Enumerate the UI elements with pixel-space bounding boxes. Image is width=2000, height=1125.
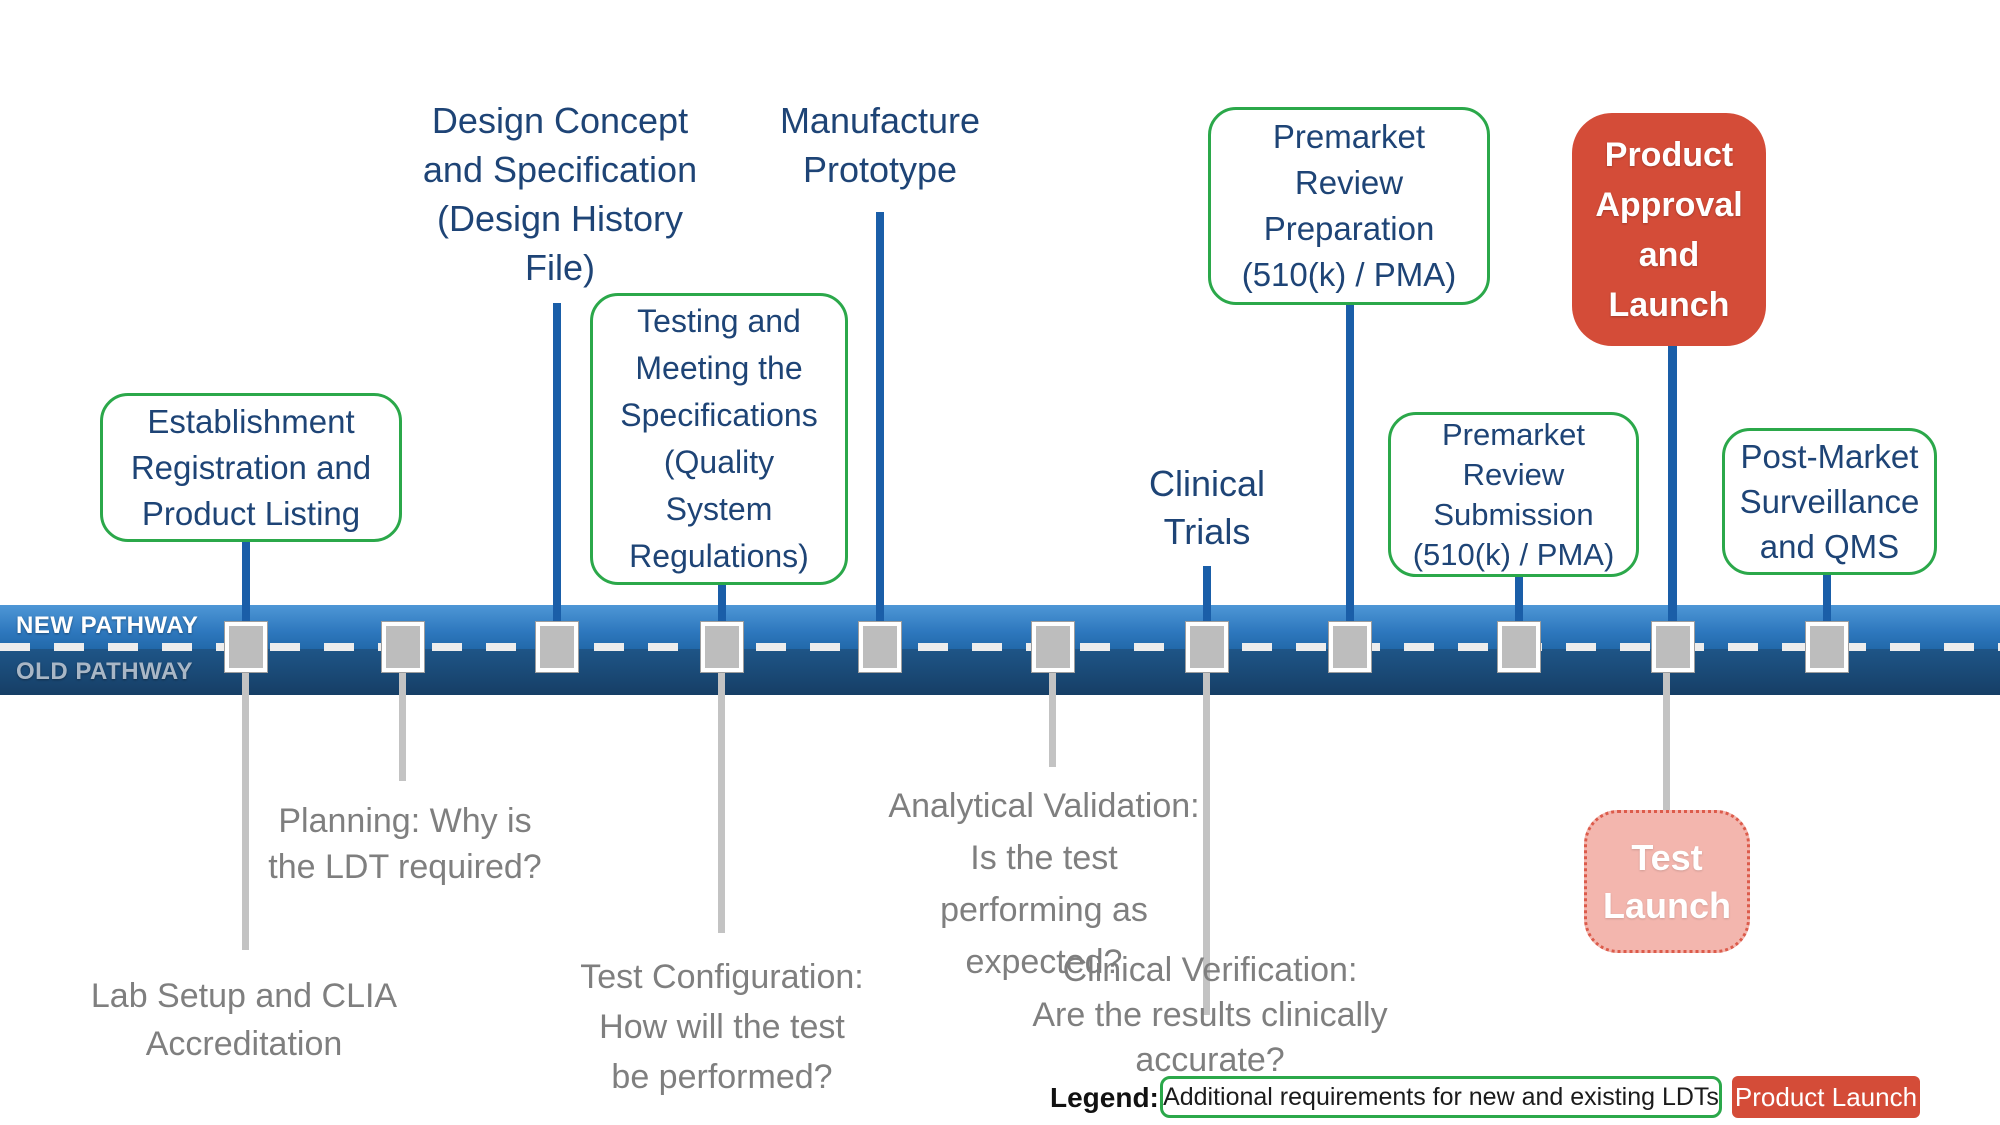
timeline-marker-7	[1186, 622, 1228, 672]
post-market-surveillance-box: Post-Market Surveillance and QMS	[1722, 428, 1937, 575]
connector-establishment	[242, 542, 250, 647]
manufacture-prototype-label: Manufacture Prototype	[779, 100, 981, 190]
timeline-marker-4	[701, 622, 743, 672]
connector-clinical-verification	[1203, 647, 1210, 1015]
connector-premarket-preparation	[1346, 303, 1354, 647]
connector-premarket-submission	[1515, 575, 1523, 647]
premarket-review-submission-box: Premarket Review Submission (510(k) / PM…	[1388, 412, 1639, 577]
premarket-review-preparation-box: Premarket Review Preparation (510(k) / P…	[1208, 107, 1490, 305]
product-approval-launch-box: Product Approval and Launch	[1572, 113, 1766, 346]
test-configuration-label: Test Configuration: How will the test be…	[580, 958, 864, 1096]
connector-lab-setup	[242, 647, 249, 950]
timeline-marker-5	[859, 622, 901, 672]
timeline-marker-6	[1032, 622, 1074, 672]
clinical-trials-label: Clinical Trials	[1148, 463, 1266, 552]
analytical-validation-label: Analytical Validation: Is the test perfo…	[888, 787, 1200, 981]
connector-test-launch	[1663, 647, 1670, 810]
timeline-marker-3	[536, 622, 578, 672]
connector-testing	[718, 583, 726, 647]
timeline-marker-10	[1652, 622, 1694, 672]
connector-manufacture	[876, 212, 884, 647]
legend-product-launch: Product Launch	[1732, 1076, 1920, 1118]
design-concept-label: Design Concept and Specification (Design…	[422, 100, 698, 288]
timeline-marker-1	[225, 622, 267, 672]
connector-clinical-trials	[1203, 566, 1211, 647]
lab-setup-label: Lab Setup and CLIA Accreditation	[90, 977, 398, 1063]
old-pathway-label: OLD PATHWAY	[16, 658, 194, 685]
timeline-marker-8	[1329, 622, 1371, 672]
old-pathway-band	[0, 649, 2000, 695]
connector-analytical-validation	[1049, 647, 1056, 767]
timeline-dashed-divider	[0, 643, 2000, 651]
timeline-marker-11	[1806, 622, 1848, 672]
connector-planning	[399, 647, 406, 781]
connector-test-configuration	[718, 647, 725, 933]
clinical-verification-label: Clinical Verification: Are the results c…	[1032, 951, 1388, 1079]
legend-title: Legend:	[1050, 1082, 1159, 1113]
connector-product-approval	[1668, 344, 1677, 647]
testing-specifications-box: Testing and Meeting the Specifications (…	[590, 293, 848, 585]
test-launch-box: Test Launch	[1584, 810, 1750, 953]
legend-additional-requirements: Additional requirements for new and exis…	[1160, 1076, 1722, 1118]
connector-design-concept	[553, 303, 561, 647]
new-pathway-label: NEW PATHWAY	[16, 612, 199, 639]
timeline-marker-2	[382, 622, 424, 672]
timeline-marker-9	[1498, 622, 1540, 672]
connector-post-market	[1823, 573, 1831, 647]
planning-label: Planning: Why is the LDT required?	[268, 802, 542, 886]
establishment-registration-box: Establishment Registration and Product L…	[100, 393, 402, 542]
